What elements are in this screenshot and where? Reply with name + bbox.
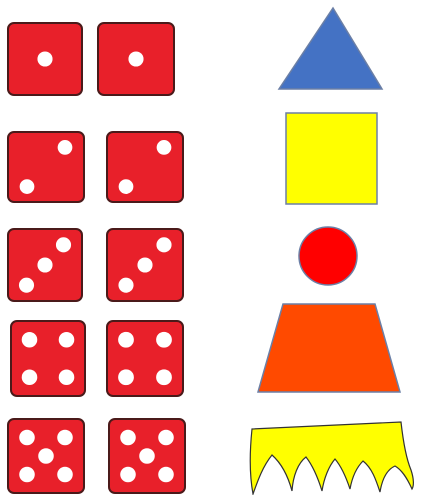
die-face — [107, 321, 183, 396]
die-pip — [56, 237, 71, 252]
red-circle — [299, 227, 357, 285]
die-5-2 — [109, 419, 185, 493]
die-4-1 — [11, 321, 85, 396]
die-pip — [118, 278, 133, 293]
die-face — [11, 321, 85, 396]
die-pip — [38, 448, 54, 464]
die-pip — [59, 332, 75, 348]
die-pip — [22, 369, 38, 385]
die-pip — [57, 467, 73, 483]
die-pip — [37, 257, 52, 272]
die-pip — [139, 448, 155, 464]
die-2-2 — [107, 132, 183, 202]
die-1-2 — [98, 23, 174, 95]
die-pip — [120, 467, 136, 483]
die-pip — [128, 51, 143, 66]
die-1-1 — [8, 23, 82, 95]
die-4-2 — [107, 321, 183, 396]
die-3-2 — [107, 229, 183, 301]
yellow-square — [286, 113, 377, 204]
die-pip — [20, 179, 35, 194]
die-pip — [57, 430, 73, 446]
die-pip — [157, 140, 172, 155]
die-5-1 — [8, 419, 84, 493]
die-pip — [158, 467, 174, 483]
die-pip — [37, 51, 52, 66]
orange-trapezoid — [258, 304, 400, 392]
blue-triangle — [279, 8, 382, 89]
die-pip — [156, 332, 172, 348]
die-pip — [119, 179, 134, 194]
die-pip — [22, 332, 38, 348]
die-pip — [58, 140, 73, 155]
die-pip — [118, 369, 134, 385]
die-pip — [59, 369, 75, 385]
die-pip — [19, 278, 34, 293]
yellow-flame — [250, 422, 413, 494]
die-pip — [118, 332, 134, 348]
die-pip — [137, 257, 152, 272]
die-pip — [156, 237, 171, 252]
die-pip — [19, 467, 35, 483]
die-3-1 — [8, 229, 82, 301]
die-pip — [19, 430, 35, 446]
dice-grid — [8, 23, 185, 493]
die-2-1 — [8, 132, 84, 202]
rocket-shapes-stack — [250, 8, 413, 494]
die-face — [8, 132, 84, 202]
die-pip — [156, 369, 172, 385]
die-pip — [120, 430, 136, 446]
die-face — [107, 132, 183, 202]
die-pip — [158, 430, 174, 446]
